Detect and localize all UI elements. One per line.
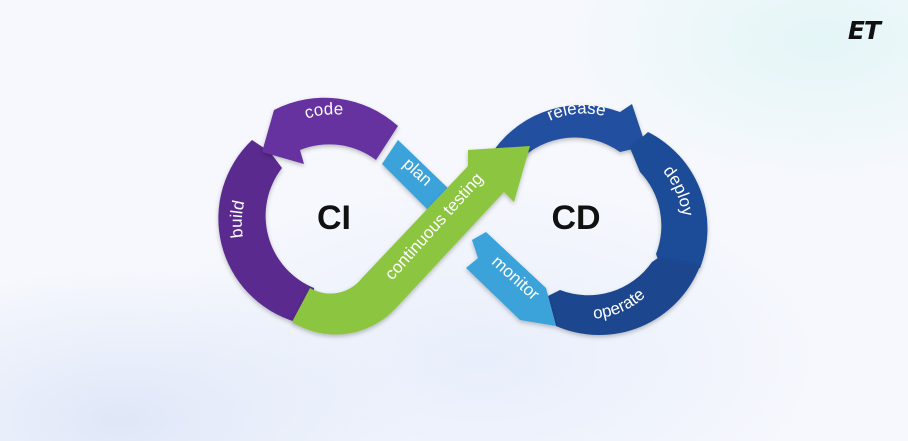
cd-label: CD xyxy=(551,199,600,237)
ci-label: CI xyxy=(317,199,351,237)
plan-segment xyxy=(382,140,450,214)
code-segment xyxy=(262,97,398,164)
build-segment xyxy=(218,140,314,322)
release-segment xyxy=(494,104,646,176)
build-label: build xyxy=(227,199,249,240)
operate-segment xyxy=(548,258,700,336)
monitor-segment xyxy=(466,232,556,326)
continuous-testing-segment xyxy=(292,146,530,335)
deploy-segment xyxy=(630,132,708,270)
et-logo: ET xyxy=(847,16,881,45)
